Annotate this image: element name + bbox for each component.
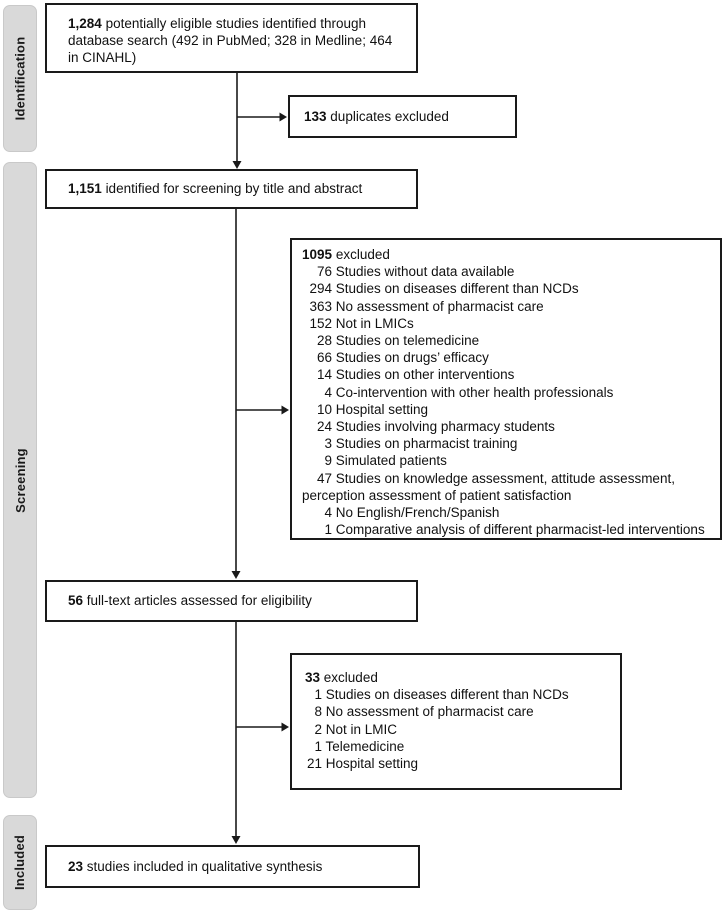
exclusion-reason: 76 Studies without data available <box>302 263 712 280</box>
stage-label-included: Included <box>12 834 28 891</box>
stage-bar-identification: Identification <box>3 5 37 152</box>
box-duplicates-excluded: 133 duplicates excluded <box>288 95 517 138</box>
arrow-identified-to-title-abstract <box>232 73 242 169</box>
exclusion-reason: 1 Studies on diseases different than NCD… <box>305 686 612 703</box>
arrow-fulltext-to-included <box>231 622 241 844</box>
identified-count: 1,284 <box>68 16 102 31</box>
exclusion-reason: 47 Studies on knowledge assessment, atti… <box>302 470 712 504</box>
reason-text: Studies on pharmacist training <box>335 436 518 452</box>
stage-label-identification: Identification <box>12 36 28 121</box>
box-duplicates-text: 133 duplicates excluded <box>304 108 449 124</box>
duplicates-count: 133 <box>304 108 327 124</box>
stage-label-screening: Screening <box>12 447 28 513</box>
reason-count: 2 <box>314 721 322 737</box>
exclusion-reason: 10 Hospital setting <box>302 401 712 418</box>
reason-count: 66 <box>316 350 332 366</box>
arrow-title-abstract-to-fulltext <box>231 209 241 579</box>
reason-text: Studies on knowledge assessment, attitud… <box>302 470 675 503</box>
reason-text: Comparative analysis of different pharma… <box>335 522 705 538</box>
stage-bar-included: Included <box>3 815 37 910</box>
reason-count: 28 <box>316 333 332 349</box>
exclusion-reason: 21 Hospital setting <box>305 755 612 772</box>
reason-text: Studies without data available <box>335 264 515 280</box>
reason-count: 10 <box>316 401 332 417</box>
reason-count: 21 <box>306 756 322 772</box>
screening-excluded-count: 1095 <box>302 247 333 262</box>
reason-text: Telemedicine <box>325 738 405 754</box>
box-fulltext-exclusions: 33 excluded 1 Studies on diseases differ… <box>290 653 622 790</box>
reason-text: Simulated patients <box>335 453 447 469</box>
box-identified-text: 1,284 potentially eligible studies ident… <box>68 16 393 66</box>
box-identified-studies: 1,284 potentially eligible studies ident… <box>45 3 418 73</box>
title-abstract-count: 1,151 <box>68 181 102 197</box>
exclusion-reason: 363 No assessment of pharmacist care <box>302 298 712 315</box>
exclusion-reason: 3 Studies on pharmacist training <box>302 435 712 452</box>
arrow-to-fulltext-excluded <box>236 722 289 732</box>
reason-text: No English/French/Spanish <box>335 505 500 521</box>
reason-text: Studies on drugs’ efficacy <box>335 350 489 366</box>
reason-count: 8 <box>314 704 322 720</box>
reason-text: Co-intervention with other health profes… <box>335 384 614 400</box>
reason-count: 76 <box>316 264 332 280</box>
reason-text: No assessment of pharmacist care <box>335 298 544 314</box>
arrow-to-duplicates <box>237 112 287 122</box>
fulltext-excluded-count: 33 <box>305 670 321 685</box>
reason-text: Hospital setting <box>325 756 419 772</box>
box-included-studies: 23 studies included in qualitative synth… <box>45 845 420 888</box>
reason-count: 9 <box>324 453 332 469</box>
exclusion-reason: 66 Studies on drugs’ efficacy <box>302 349 712 366</box>
box-included-text: 23 studies included in qualitative synth… <box>68 858 323 874</box>
box-fulltext-assessed: 56 full-text articles assessed for eligi… <box>45 580 418 622</box>
screening-excluded-header: 1095 excluded <box>302 247 390 262</box>
reason-text: No assessment of pharmacist care <box>325 704 534 720</box>
exclusion-reason: 14 Studies on other interventions <box>302 366 712 383</box>
reason-text: Studies on diseases different than NCDs <box>325 687 569 703</box>
reason-text: Not in LMICs <box>335 315 414 331</box>
arrow-to-screening-excluded <box>236 405 289 415</box>
exclusion-reason: 294 Studies on diseases different than N… <box>302 280 712 297</box>
reason-count: 24 <box>316 419 332 435</box>
reason-count: 4 <box>324 505 332 521</box>
exclusion-reason: 4 Co-intervention with other health prof… <box>302 384 712 401</box>
reason-text: Studies on other interventions <box>335 367 515 383</box>
stage-bar-screening: Screening <box>3 162 37 798</box>
reason-count: 3 <box>324 436 332 452</box>
exclusion-reason: 24 Studies involving pharmacy students <box>302 418 712 435</box>
reason-count: 47 <box>316 470 332 486</box>
reason-count: 4 <box>324 384 332 400</box>
box-title-abstract-screening: 1,151 identified for screening by title … <box>45 169 418 209</box>
exclusion-reason: 152 Not in LMICs <box>302 315 712 332</box>
reason-count: 1 <box>314 687 322 703</box>
reason-count: 152 <box>309 315 332 331</box>
box-screening-exclusions: 1095 excluded 76 Studies without data av… <box>290 238 722 540</box>
exclusion-reason: 8 No assessment of pharmacist care <box>305 703 612 720</box>
reason-text: Studies involving pharmacy students <box>335 419 555 435</box>
reason-count: 1 <box>324 522 332 538</box>
reason-count: 363 <box>309 298 332 314</box>
reason-text: Not in LMIC <box>325 721 398 737</box>
exclusion-reason: 28 Studies on telemedicine <box>302 332 712 349</box>
reason-count: 1 <box>314 738 322 754</box>
reason-text: Studies on telemedicine <box>335 333 480 349</box>
reason-text: Studies on diseases different than NCDs <box>335 281 579 297</box>
exclusion-reason: 1 Comparative analysis of different phar… <box>302 521 712 538</box>
exclusion-reason: 4 No English/French/Spanish <box>302 504 712 521</box>
box-fulltext-text: 56 full-text articles assessed for eligi… <box>68 593 312 609</box>
box-title-abstract-text: 1,151 identified for screening by title … <box>68 181 363 197</box>
exclusion-reason: 1 Telemedicine <box>305 738 612 755</box>
reason-text: Hospital setting <box>335 401 429 417</box>
reason-count: 294 <box>309 281 332 297</box>
reason-count: 14 <box>316 367 332 383</box>
exclusion-reason: 9 Simulated patients <box>302 452 712 469</box>
included-count: 23 <box>68 858 84 874</box>
exclusion-reason: 2 Not in LMIC <box>305 721 612 738</box>
fulltext-count: 56 <box>68 593 84 609</box>
fulltext-excluded-header: 33 excluded <box>305 670 378 685</box>
